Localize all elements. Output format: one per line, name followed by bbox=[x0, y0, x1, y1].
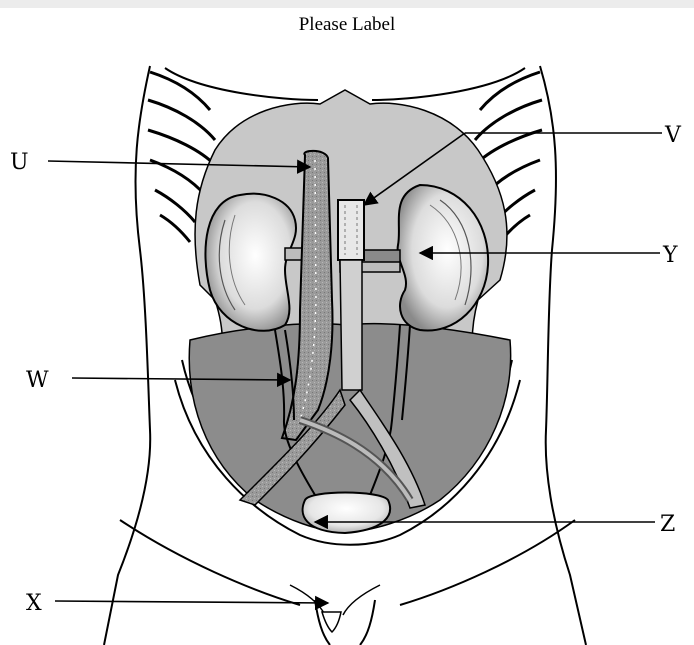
label-x: X bbox=[26, 591, 42, 616]
urethra bbox=[290, 585, 380, 632]
label-z: Z bbox=[660, 512, 675, 537]
label-w: W bbox=[26, 368, 49, 393]
label-v: V bbox=[664, 123, 682, 148]
label-y: Y bbox=[662, 243, 678, 268]
label-u: U bbox=[10, 150, 29, 175]
aorta bbox=[338, 200, 364, 390]
